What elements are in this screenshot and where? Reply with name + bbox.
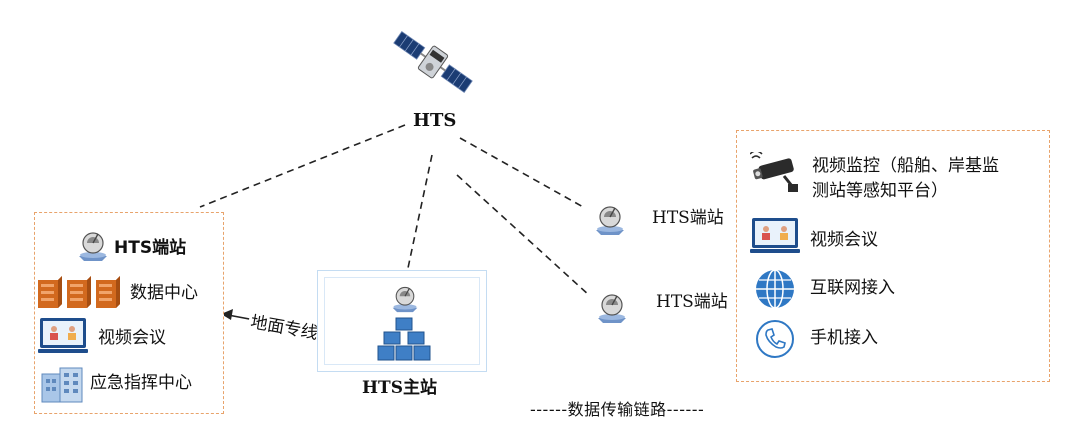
master-station-label: HTS主站 — [362, 378, 437, 398]
satellite-dish-icon — [76, 228, 110, 262]
left-item-label: 视频会议 — [98, 328, 166, 348]
globe-icon — [754, 268, 796, 310]
right-item-label: 视频会议 — [810, 230, 878, 250]
right-item-label: 手机接入 — [810, 328, 878, 348]
link-right-bottom — [456, 174, 591, 297]
link-master — [407, 154, 433, 269]
video-conference-icon — [38, 316, 88, 356]
right-item-label: 视频监控（船舶、岸基监 — [812, 156, 999, 176]
right-terminal-label: HTS端站 — [656, 292, 728, 312]
ground-line-arrowhead — [221, 309, 233, 320]
left-item-label: 数据中心 — [130, 283, 198, 303]
link-right-top — [459, 137, 586, 209]
satellite-label: HTS — [413, 110, 457, 131]
server-cluster-icon — [376, 316, 432, 364]
surveillance-camera-icon — [749, 150, 802, 194]
left-terminal-label: HTS端站 — [114, 238, 187, 258]
link-left — [199, 124, 406, 208]
server-icon — [36, 272, 122, 310]
building-icon — [40, 364, 84, 404]
legend-label: ------数据传输链路------ — [530, 400, 705, 419]
satellite-dish-icon — [389, 283, 421, 313]
video-conference-icon — [750, 216, 800, 256]
satellite-icon — [388, 22, 478, 102]
left-item-label: 应急指挥中心 — [90, 373, 192, 393]
master-station-inner-frame — [324, 277, 480, 365]
right-item-label: 互联网接入 — [810, 278, 895, 298]
phone-icon — [754, 318, 796, 360]
satellite-dish-icon — [594, 290, 630, 324]
right-terminal-label: HTS端站 — [652, 208, 724, 228]
satellite-dish-icon — [592, 202, 628, 236]
right-item-label: 测站等感知平台） — [812, 181, 948, 201]
